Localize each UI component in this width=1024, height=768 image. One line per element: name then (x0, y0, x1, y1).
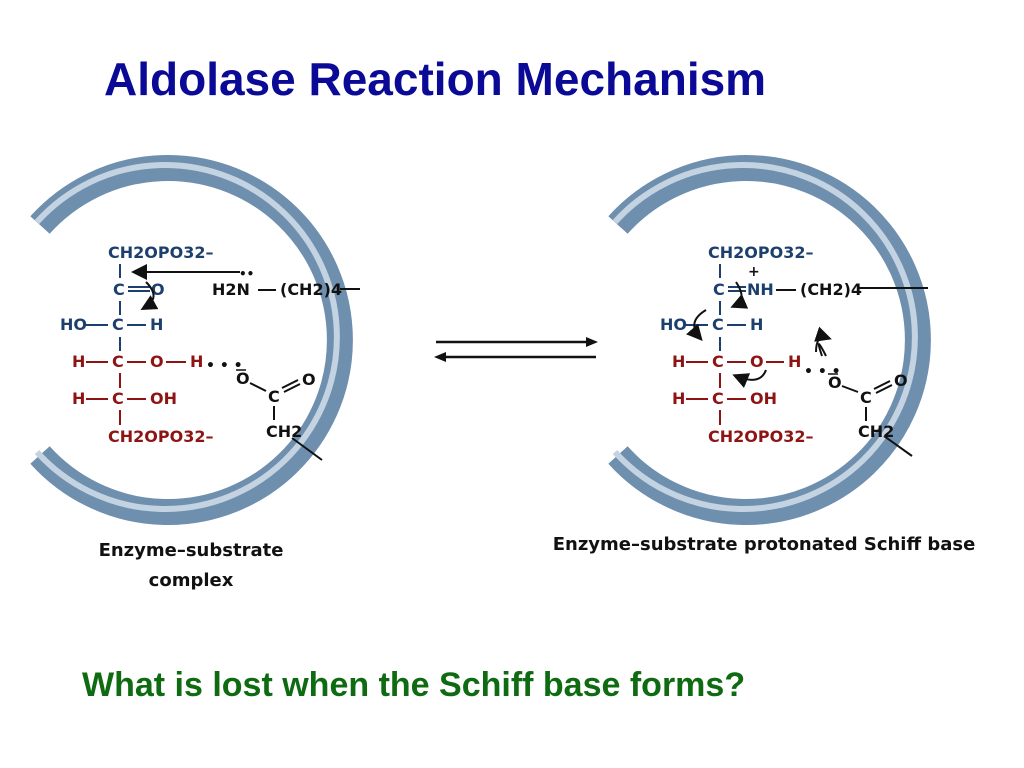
enzyme-ring-right (608, 155, 931, 525)
svg-text:O: O (750, 352, 764, 371)
equilibrium-arrows (434, 337, 598, 362)
right-caption: Enzyme–substrate protonated Schiff base (553, 534, 976, 555)
right-bottom-phosphate: CH2OPO32– (708, 427, 813, 446)
left-caption-line1: Enzyme–substrate (99, 540, 284, 561)
left-lysine-amine: H2N (212, 280, 250, 299)
svg-text:O: O (828, 373, 842, 392)
svg-text:C: C (268, 387, 280, 406)
svg-text:C: C (712, 315, 724, 334)
svg-text:H: H (672, 389, 685, 408)
svg-text:CH2: CH2 (858, 422, 894, 441)
svg-text:H: H (72, 352, 85, 371)
svg-text:(CH2)4: (CH2)4 (280, 280, 342, 299)
svg-text:OH: OH (750, 389, 777, 408)
svg-text:HO: HO (660, 315, 687, 334)
svg-text:(CH2)4: (CH2)4 (800, 280, 862, 299)
left-bottom-phosphate: CH2OPO32– (108, 427, 213, 446)
right-top-phosphate: CH2OPO32– (708, 243, 813, 262)
svg-text:CH2: CH2 (266, 422, 302, 441)
enzyme-ring-left-highlight (34, 162, 340, 512)
svg-text:C: C (712, 389, 724, 408)
svg-text:H: H (190, 352, 203, 371)
svg-text:C: C (112, 315, 124, 334)
svg-text:C: C (860, 388, 872, 407)
svg-text:HO: HO (60, 315, 87, 334)
svg-text:H: H (788, 352, 801, 371)
question-text: What is lost when the Schiff base forms? (82, 666, 746, 704)
svg-text:H: H (150, 315, 163, 334)
svg-text:• • •: • • • (804, 364, 841, 380)
svg-text:O: O (150, 352, 164, 371)
right-molecule: CH2OPO32– C NH + (CH2)4 HO C H H C O H H… (660, 243, 928, 457)
svg-text:O: O (302, 370, 316, 389)
enzyme-ring-right-highlight (612, 162, 918, 512)
svg-text:O: O (236, 369, 250, 388)
svg-text:C: C (112, 389, 124, 408)
svg-text:C: C (112, 352, 124, 371)
enzyme-ring-left (30, 155, 353, 525)
svg-text:C: C (713, 280, 725, 299)
svg-text:+: + (748, 264, 760, 280)
svg-text:C: C (712, 352, 724, 371)
left-top-phosphate: CH2OPO32– (108, 243, 213, 262)
svg-text:OH: OH (150, 389, 177, 408)
svg-text:O: O (894, 371, 908, 390)
left-molecule: CH2OPO32– C O HO C H H C O H H C OH CH2O… (60, 243, 360, 461)
left-caption-line2: complex (149, 570, 234, 591)
svg-text:H: H (672, 352, 685, 371)
svg-text:• • •: • • • (206, 358, 243, 374)
slide-title: Aldolase Reaction Mechanism (104, 53, 767, 105)
svg-text:••: •• (239, 267, 254, 281)
svg-text:H: H (750, 315, 763, 334)
svg-text:H: H (72, 389, 85, 408)
svg-text:C: C (113, 280, 125, 299)
svg-text:NH: NH (747, 280, 774, 299)
